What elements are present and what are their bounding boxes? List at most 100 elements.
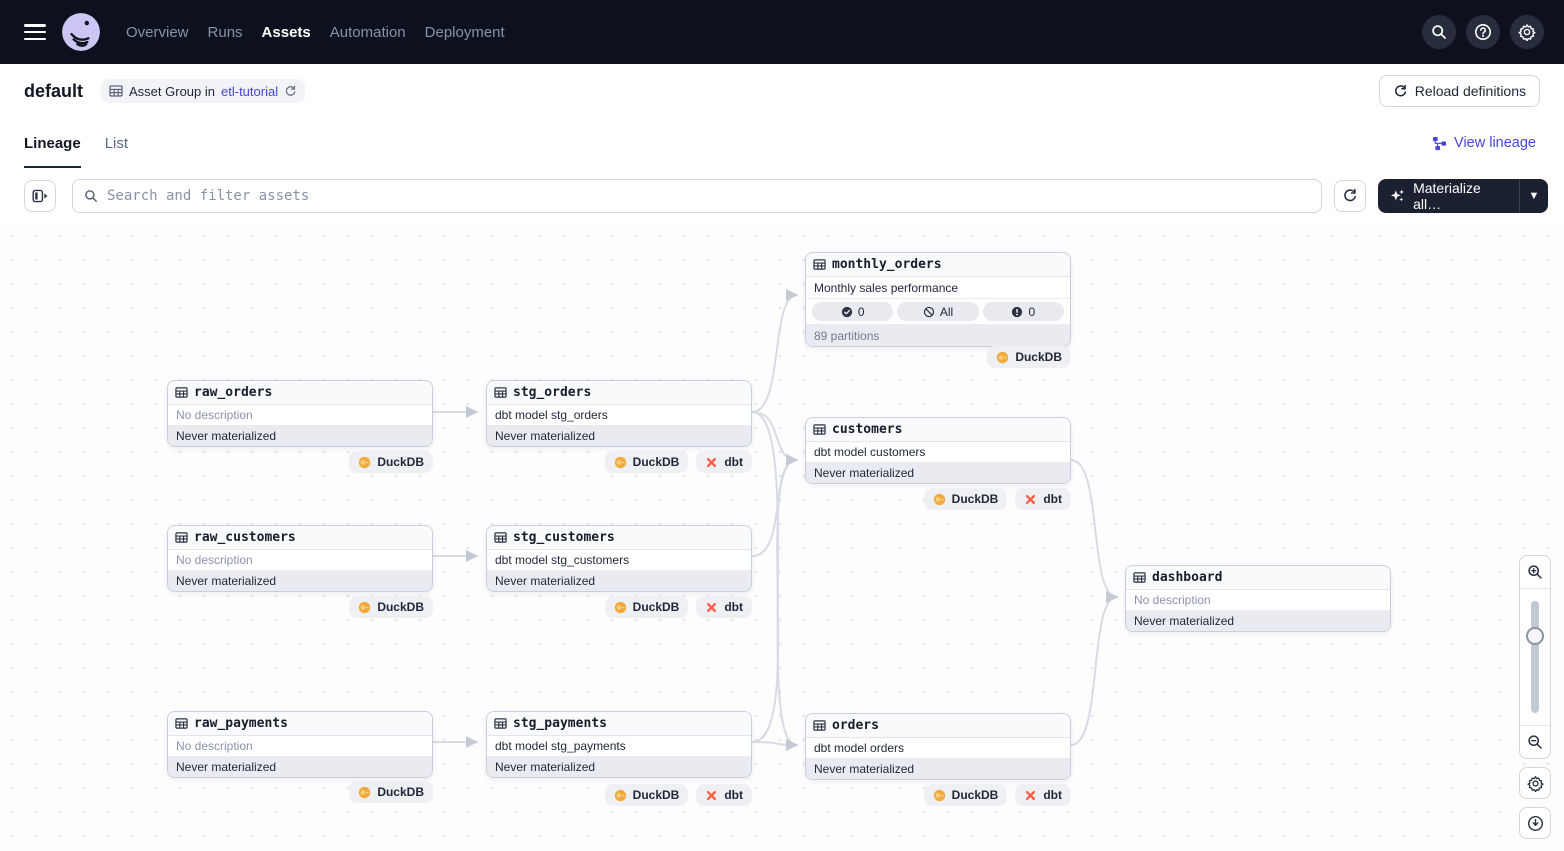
table-icon (813, 719, 826, 732)
nav-item-automation[interactable]: Automation (329, 23, 406, 41)
asset-group-badge: Asset Group in etl-tutorial (101, 79, 306, 103)
edge-stg_customers-customers (751, 454, 798, 557)
dbt-badge[interactable]: dbt (696, 596, 752, 618)
dbt-badge[interactable]: dbt (1015, 784, 1071, 806)
asset-node-monthly_orders[interactable]: monthly_orders Monthly sales performance… (805, 252, 1071, 347)
help-button[interactable] (1466, 15, 1500, 49)
page-title: default (24, 80, 84, 101)
zoom-out-icon (1527, 734, 1543, 750)
user-settings-button[interactable] (1510, 15, 1544, 49)
gear-icon (1518, 23, 1536, 41)
hamburger-menu-icon[interactable] (24, 24, 46, 40)
partitions-failed-pill[interactable]: 0 (982, 302, 1064, 321)
tab-list[interactable]: List (104, 134, 129, 152)
zoom-slider-track[interactable] (1531, 601, 1539, 713)
duckdb-badge[interactable]: DuckDB (923, 784, 1008, 806)
duckdb-badge[interactable]: DuckDB (604, 784, 689, 806)
recenter-view-button[interactable] (1519, 807, 1551, 839)
edge-stg_payments-orders (751, 738, 798, 751)
table-icon (813, 423, 826, 436)
partitions-materialized-pill[interactable]: 0 (812, 302, 894, 321)
asset-node-dashboard[interactable]: dashboard No description Never materiali… (1125, 565, 1391, 632)
duckdb-icon (933, 493, 946, 506)
asset-name: dashboard (1152, 570, 1223, 585)
duckdb-icon (933, 789, 946, 802)
reload-definitions-button[interactable]: Reload definitions (1378, 75, 1540, 107)
zoom-in-icon (1527, 564, 1543, 580)
table-icon (494, 386, 507, 399)
open-asset-panel-button[interactable] (24, 180, 56, 212)
nav-item-deployment[interactable]: Deployment (424, 23, 505, 41)
code-location-link[interactable]: etl-tutorial (221, 83, 279, 99)
duckdb-badge[interactable]: DuckDB (604, 596, 689, 618)
zoom-slider-handle[interactable] (1526, 627, 1544, 645)
table-icon (175, 717, 188, 730)
materialize-dropdown-caret[interactable]: ▼ (1519, 179, 1548, 213)
duckdb-badge[interactable]: DuckDB (349, 596, 433, 618)
asset-status: Never materialized (168, 757, 432, 777)
duckdb-badge[interactable]: DuckDB (604, 451, 689, 473)
asset-status: Never materialized (487, 757, 751, 777)
asset-name: stg_customers (513, 530, 615, 545)
badge-row: DuckDB dbt (486, 451, 752, 473)
asset-node-stg_customers[interactable]: stg_customers dbt model stg_customers Ne… (486, 525, 752, 592)
duckdb-badge[interactable]: DuckDB (349, 451, 433, 473)
tab-lineage[interactable]: Lineage (24, 118, 81, 169)
nav-item-assets[interactable]: Assets (261, 23, 311, 41)
asset-description: No description (1126, 590, 1390, 611)
asset-node-stg_orders[interactable]: stg_orders dbt model stg_orders Never ma… (486, 380, 752, 447)
global-search-button[interactable] (1422, 15, 1456, 49)
asset-name: raw_orders (194, 385, 273, 400)
badge-row: DuckDB (805, 346, 1071, 368)
asset-node-stg_payments[interactable]: stg_payments dbt model stg_payments Neve… (486, 711, 752, 778)
nav-item-overview[interactable]: Overview (126, 23, 189, 41)
table-icon (1133, 571, 1146, 584)
graph-settings-button[interactable] (1519, 767, 1551, 799)
asset-status: Never materialized (1126, 611, 1390, 631)
asset-node-orders[interactable]: orders dbt model orders Never materializ… (805, 713, 1071, 780)
asset-name: raw_payments (194, 716, 288, 731)
nav-item-runs[interactable]: Runs (207, 23, 243, 41)
duckdb-icon (358, 786, 371, 799)
asset-status: Never materialized (487, 426, 751, 446)
dbt-badge[interactable]: dbt (1015, 488, 1071, 510)
asset-node-raw_payments[interactable]: raw_payments No description Never materi… (167, 711, 433, 778)
duckdb-icon (358, 456, 371, 469)
lineage-canvas[interactable]: monthly_orders Monthly sales performance… (0, 224, 1564, 851)
refresh-graph-button[interactable] (1334, 180, 1366, 212)
duckdb-badge[interactable]: DuckDB (923, 488, 1008, 510)
asset-status: Never materialized (168, 426, 432, 446)
dagster-logo[interactable] (62, 13, 100, 51)
lineage-edges (432, 289, 1118, 751)
asset-node-customers[interactable]: customers dbt model customers Never mate… (805, 417, 1071, 484)
dbt-badge[interactable]: dbt (696, 451, 752, 473)
search-icon (84, 189, 98, 203)
dbt-badge[interactable]: dbt (696, 784, 752, 806)
asset-description: Monthly sales performance (806, 277, 1070, 299)
badge-row: DuckDB dbt (805, 488, 1071, 510)
zoom-slider[interactable] (1520, 589, 1550, 725)
view-lineage-link[interactable]: View lineage (1432, 135, 1536, 151)
asset-node-raw_customers[interactable]: raw_customers No description Never mater… (167, 525, 433, 592)
duckdb-badge[interactable]: DuckDB (987, 346, 1071, 368)
table-icon (813, 258, 826, 271)
duckdb-icon (614, 456, 627, 469)
duckdb-badge[interactable]: DuckDB (349, 781, 433, 803)
partitions-missing-pill[interactable]: All (897, 302, 979, 321)
materialize-all-main[interactable]: Materialize all… (1378, 179, 1519, 213)
duckdb-icon (358, 601, 371, 614)
slash-circle-icon (923, 306, 935, 318)
partition-status-row: 0 All 0 (806, 299, 1070, 325)
asset-node-raw_orders[interactable]: raw_orders No description Never material… (167, 380, 433, 447)
zoom-in-button[interactable] (1520, 556, 1550, 589)
primary-nav: Overview Runs Assets Automation Deployme… (126, 24, 505, 41)
asset-description: dbt model stg_orders (487, 405, 751, 426)
asset-description: dbt model stg_customers (487, 550, 751, 571)
edge-orders-dashboard (1070, 591, 1118, 746)
table-icon (175, 386, 188, 399)
asset-search-input[interactable] (105, 187, 1321, 205)
table-icon (109, 84, 123, 98)
refresh-icon[interactable] (284, 85, 297, 98)
zoom-out-button[interactable] (1520, 725, 1550, 758)
tabs-row: Lineage List View lineage (0, 118, 1564, 169)
